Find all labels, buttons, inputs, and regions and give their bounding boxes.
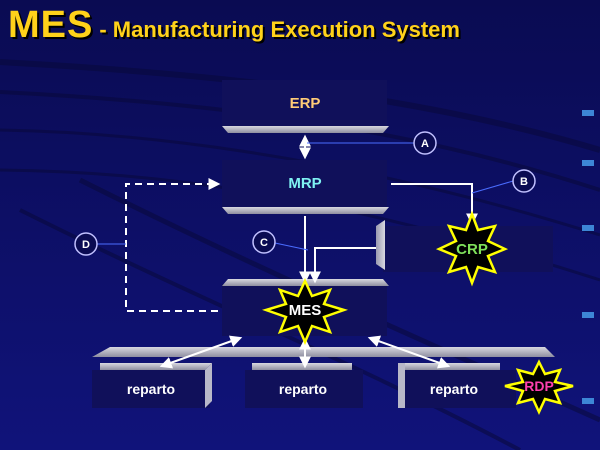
reparto-3-side (398, 363, 405, 408)
svg-text:B: B (520, 176, 528, 188)
mes-reparto1-arrow (159, 335, 243, 369)
crp-label: CRP (456, 241, 488, 258)
callout-b: B (512, 169, 536, 193)
mrp-label: MRP (288, 175, 321, 192)
reparto-1-label: reparto (127, 381, 175, 397)
erp-box (222, 80, 387, 128)
connectors (125, 134, 478, 369)
crp-starburst (435, 210, 509, 287)
right-edge-marks (582, 110, 594, 404)
callout-a: A (413, 131, 437, 155)
crp-mes-arrow (309, 247, 376, 284)
feedback-dashed-arrow (125, 178, 221, 312)
page-title: MES- Manufacturing Execution System (8, 4, 460, 47)
mes-label: MES (289, 302, 322, 319)
callout-lines (97, 142, 514, 251)
rdp-label: RDP (524, 378, 554, 394)
rdp-starburst (504, 359, 574, 415)
mes-starburst (261, 278, 349, 346)
callout-c: C (252, 230, 276, 254)
reparto-3-top (405, 363, 500, 370)
title-subtitle: - Manufacturing Execution System (99, 17, 460, 42)
reparto-shelf (92, 347, 555, 357)
reparto-1-top (100, 363, 212, 370)
mrp-crp-arrow (391, 183, 478, 226)
reparto-box-1 (92, 370, 210, 408)
title-main: MES (8, 4, 94, 46)
erp-label: ERP (290, 95, 321, 112)
callout-d: D (74, 232, 98, 256)
mes-reparto3-arrow (367, 335, 451, 369)
reparto-box-3 (398, 370, 516, 408)
reparto-1-side (205, 363, 212, 408)
mrp-box (222, 160, 387, 210)
svg-text:D: D (82, 239, 90, 251)
crp-side-bar (376, 220, 385, 270)
mrp-bar (222, 207, 389, 214)
reparto-box-2 (245, 370, 363, 408)
reparto-3-label: reparto (430, 381, 478, 397)
svg-text:A: A (421, 138, 429, 150)
reparto-2-top (252, 363, 352, 370)
erp-bar (222, 126, 389, 133)
svg-text:C: C (260, 237, 268, 249)
reparto-2-label: reparto (279, 381, 327, 397)
